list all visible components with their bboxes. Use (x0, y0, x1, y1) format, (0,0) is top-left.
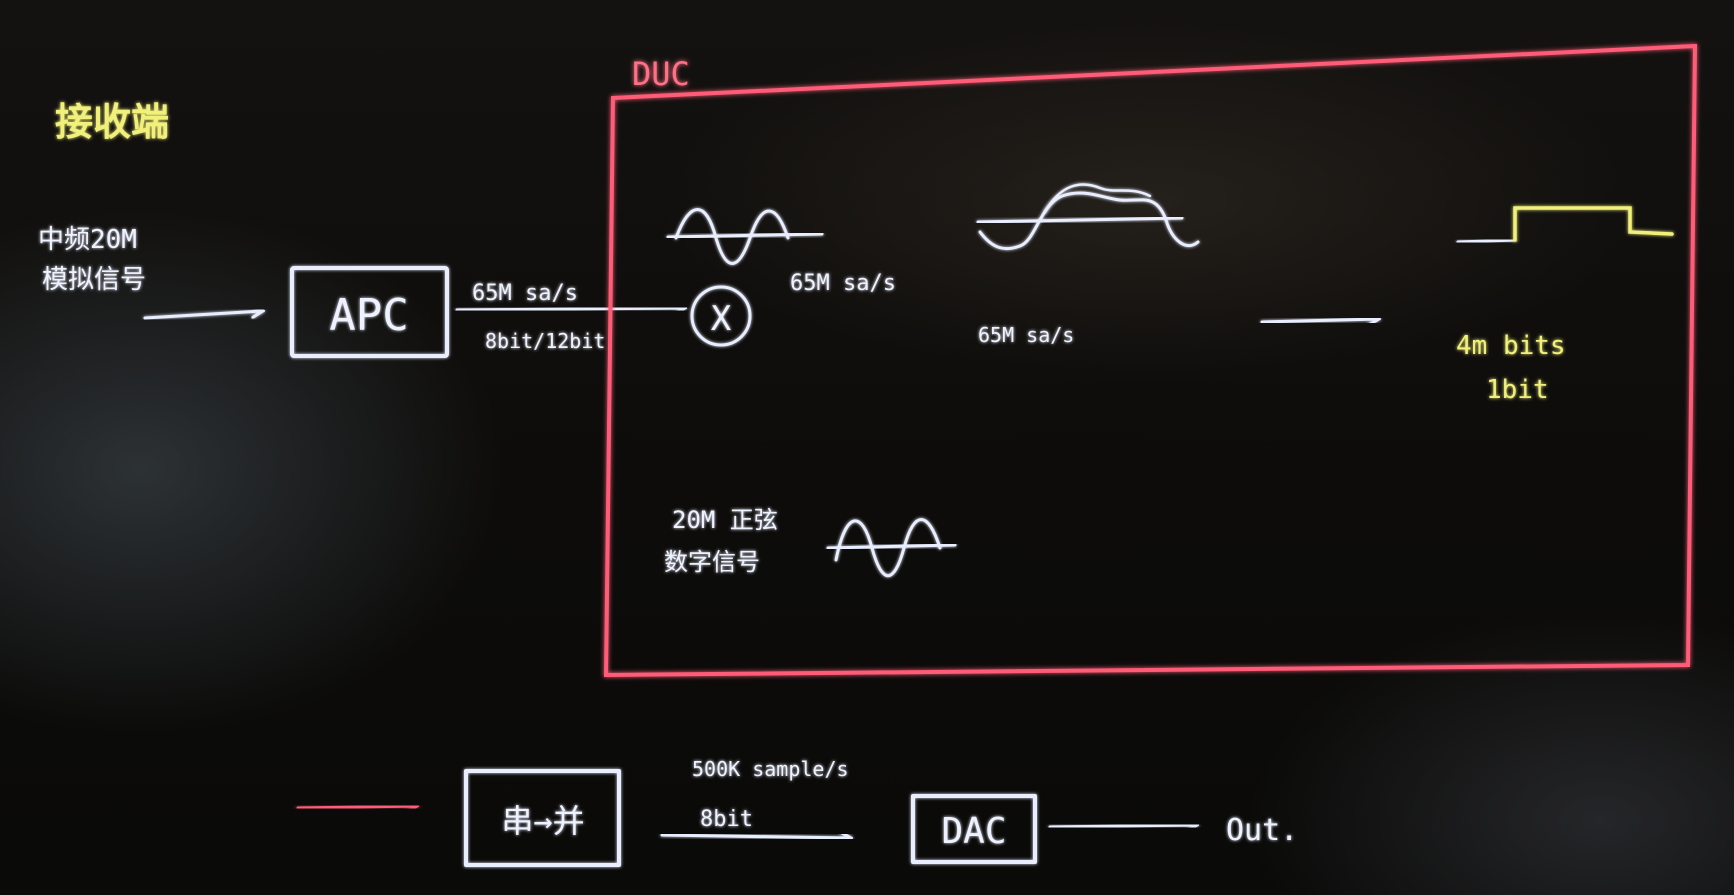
adc-bits-label: 8bit/12bit (485, 329, 605, 353)
red-input-arrow (298, 806, 416, 808)
s2p-rate-label: 500K sample/s (692, 757, 849, 781)
bits-rate-label: 4m bits (1456, 331, 1566, 361)
input-arrow (145, 311, 262, 318)
adc-rate-label: 65M sa/s (472, 281, 578, 306)
filtered-wave-sketch (973, 170, 1198, 268)
bits-width-label: 1bit (1486, 375, 1549, 405)
osc-label-line1: 20M 正弦 (672, 506, 778, 534)
adc-label: APC (329, 290, 408, 341)
dac-to-out-arrow (1050, 825, 1196, 827)
mixer-out-rate: 65M sa/s (790, 271, 896, 296)
input-label-line2: 模拟信号 (42, 265, 146, 295)
dac-label: DAC (941, 811, 1006, 852)
adc-to-mixer-arrow (457, 308, 684, 310)
filter-rate-label: 65M sa/s (978, 323, 1074, 347)
bit-stream-sketch (1458, 186, 1672, 282)
s2p-bits-label: 8bit (700, 807, 753, 832)
serial-to-parallel-label: 串→并 (501, 802, 584, 840)
osc-label-line2: 数字信号 (664, 548, 760, 576)
filter-to-bits-arrow (1262, 319, 1378, 322)
mixer-symbol: X (711, 299, 732, 339)
output-label: Out. (1226, 813, 1298, 848)
duc-label: DUC (632, 55, 690, 93)
input-sine-sketch (668, 192, 822, 272)
osc-sine-sketch (828, 498, 955, 596)
s2p-to-dac-arrow (662, 835, 850, 838)
diagram-title: 接收端 (55, 100, 169, 144)
input-label-line1: 中频20M (38, 225, 137, 255)
